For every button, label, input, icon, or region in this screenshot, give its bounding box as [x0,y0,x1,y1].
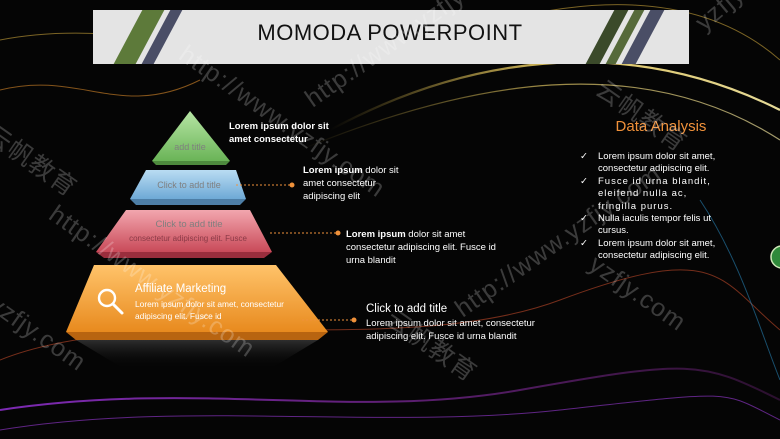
pyramid-tier-1[interactable] [152,111,230,165]
callout-3-bold: Lorem ipsum [346,229,406,240]
callout-2-bold: Lorem ipsum [303,165,363,176]
callout-3[interactable]: Lorem ipsum dolor sit amet consectetur a… [346,228,502,267]
callout-3-text: dolor sit amet consectetur adipiscing el… [346,229,496,266]
data-analysis-title[interactable]: Data Analysis [615,118,707,135]
pyramid-reflection [76,340,318,370]
callout-1-bold: Lorem ipsum dolor sit amet consectetur [229,121,329,145]
tier-2-label[interactable]: Click to add title [157,180,221,190]
callout-4-body[interactable]: Lorem ipsum dolor sit amet, consectetur … [366,318,535,342]
pyramid-tier-3[interactable] [96,210,272,258]
tier-1-label[interactable]: add title [174,142,206,152]
tier-3-label[interactable]: Click to add title [155,219,223,230]
pyramid-tier-2[interactable] [130,170,246,205]
callout-1[interactable]: Lorem ipsum dolor sit amet consectetur [229,120,339,146]
tier-3-sublabel[interactable]: consectetur adipiscing elit. Fusce [129,234,247,243]
list-item[interactable]: ✓Nulla iaculis tempor felis ut cursus. [580,213,711,237]
callout-2[interactable]: Lorem ipsum dolor sit amet consectetur a… [303,164,413,203]
check-icon: ✓ [580,213,588,225]
data-analysis-list: ✓Lorem ipsum dolor sit amet, consectetur… [580,151,730,263]
list-item[interactable]: ✓Lorem ipsum dolor sit amet, consectetur… [580,151,716,175]
list-item[interactable]: ✓Lorem ipsum dolor sit amet, consectetur… [580,237,716,262]
check-icon: ✓ [580,237,588,249]
callout-2-text: dolor sit amet consectetur adipiscing el… [303,165,399,202]
pyramid-tier-4[interactable] [66,265,328,340]
tier-4-title[interactable]: Affiliate Marketing [135,283,227,295]
list-item[interactable]: ✓Fusce id urna blandit, eleifend nulla a… [580,175,711,212]
callout-4-title[interactable]: Click to add title [366,303,448,315]
check-icon: ✓ [580,175,589,187]
nav-dot[interactable] [770,245,780,269]
search-icon [97,288,124,315]
check-icon: ✓ [580,151,588,162]
tier-4-body[interactable]: Lorem ipsum dolor sit amet, consectetur … [135,299,284,321]
slide-title[interactable]: MOMODA POWERPOINT [257,20,523,45]
